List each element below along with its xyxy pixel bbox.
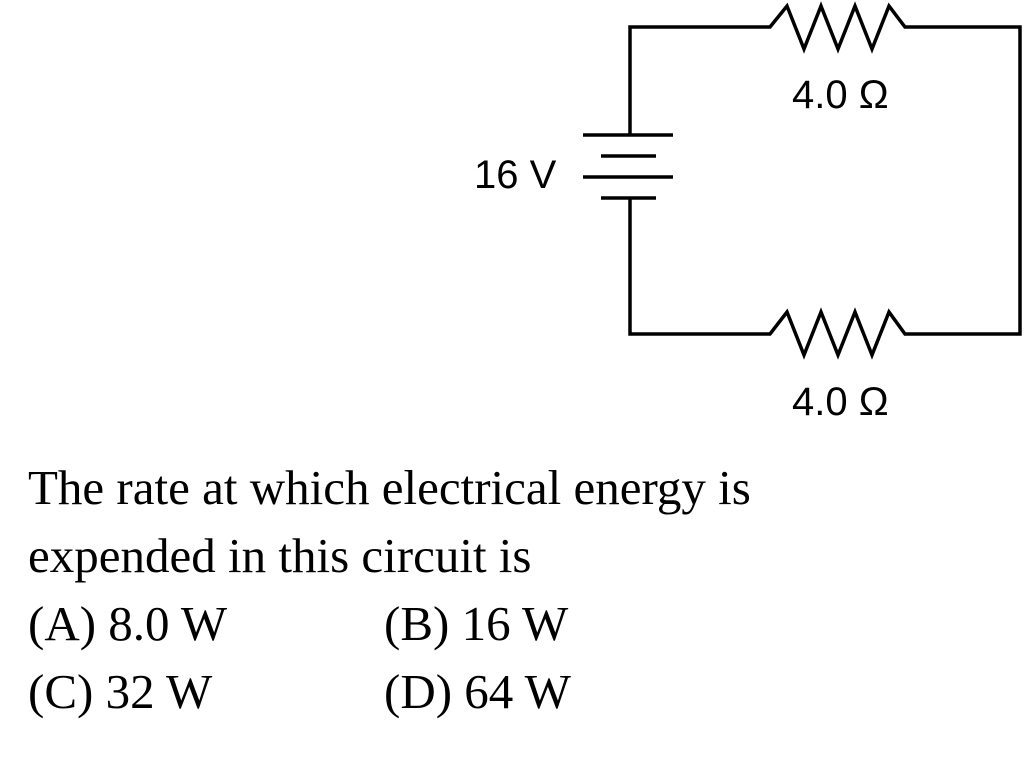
choice-b-value: 16 W (461, 596, 569, 651)
choice-d-value: 64 W (464, 664, 571, 719)
top-wire-with-resistor (628, 1, 1022, 360)
choice-c-value: 32 W (105, 664, 213, 719)
question-stem-line-1: The rate at which electrical energy is (28, 460, 751, 515)
choice-a-letter: (A) (28, 596, 97, 651)
choice-c-letter: (C) (28, 664, 94, 719)
choice-c: (C) 32 W (28, 658, 384, 726)
battery-voltage-label: 16 V (474, 153, 557, 197)
choice-b: (B) 16 W (384, 590, 568, 658)
choice-d: (D) 64 W (384, 658, 571, 726)
circuit-diagram: 16 V 4.0 Ω 4.0 Ω (474, 1, 1022, 424)
choice-d-letter: (D) (384, 664, 453, 719)
choice-row-2: (C) 32 W (D) 64 W (28, 658, 1008, 726)
choice-a: (A) 8.0 W (28, 590, 384, 658)
resistor-bottom-label: 4.0 Ω (792, 380, 889, 424)
choice-b-letter: (B) (384, 596, 450, 651)
resistor-top-label: 4.0 Ω (792, 73, 889, 117)
choice-a-value: 8.0 W (108, 596, 228, 651)
choice-row-1: (A) 8.0 W (B) 16 W (28, 590, 1008, 658)
question-stem-line-2: expended in this circuit is (28, 528, 532, 583)
question-block: The rate at which electrical energy is e… (28, 454, 1008, 726)
